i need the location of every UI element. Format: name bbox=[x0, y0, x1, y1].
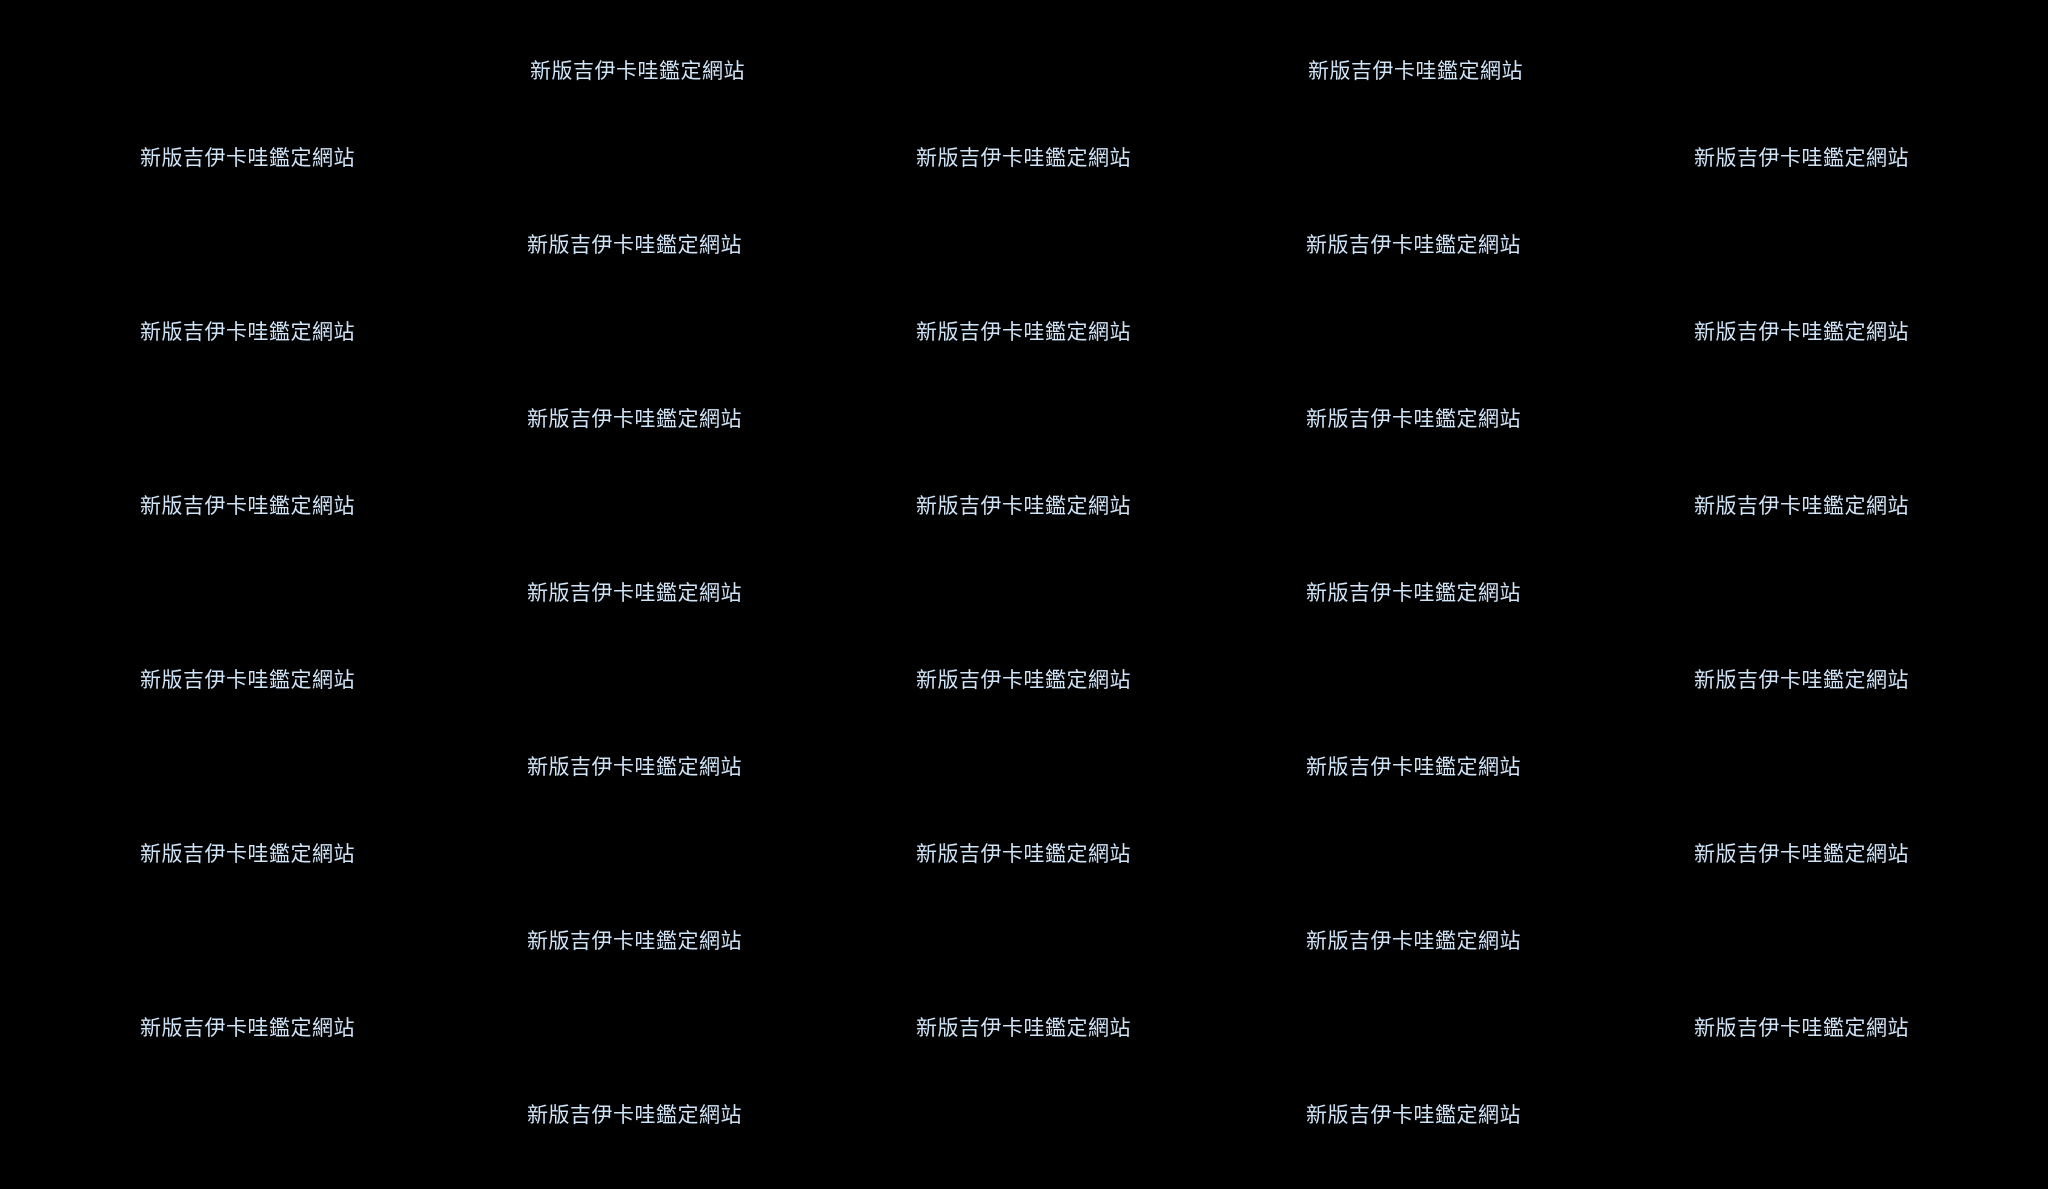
watermark-label: 新版吉伊卡哇鑑定網站 bbox=[140, 494, 355, 518]
watermark-label: 新版吉伊卡哇鑑定網站 bbox=[140, 668, 355, 692]
watermark-label: 新版吉伊卡哇鑑定網站 bbox=[1694, 842, 1909, 866]
watermark-label: 新版吉伊卡哇鑑定網站 bbox=[1694, 320, 1909, 344]
watermark-label: 新版吉伊卡哇鑑定網站 bbox=[916, 1016, 1131, 1040]
watermark-label: 新版吉伊卡哇鑑定網站 bbox=[527, 407, 742, 431]
watermark-label: 新版吉伊卡哇鑑定網站 bbox=[140, 1016, 355, 1040]
watermark-label: 新版吉伊卡哇鑑定網站 bbox=[527, 581, 742, 605]
watermark-label: 新版吉伊卡哇鑑定網站 bbox=[1306, 581, 1521, 605]
watermark-label: 新版吉伊卡哇鑑定網站 bbox=[1694, 668, 1909, 692]
watermark-label: 新版吉伊卡哇鑑定網站 bbox=[1308, 59, 1523, 83]
watermark-label: 新版吉伊卡哇鑑定網站 bbox=[916, 668, 1131, 692]
watermark-label: 新版吉伊卡哇鑑定網站 bbox=[1306, 755, 1521, 779]
watermark-label: 新版吉伊卡哇鑑定網站 bbox=[527, 755, 742, 779]
watermark-label: 新版吉伊卡哇鑑定網站 bbox=[916, 320, 1131, 344]
watermark-label: 新版吉伊卡哇鑑定網站 bbox=[527, 929, 742, 953]
watermark-label: 新版吉伊卡哇鑑定網站 bbox=[1306, 1103, 1521, 1127]
watermark-label: 新版吉伊卡哇鑑定網站 bbox=[1306, 407, 1521, 431]
watermark-label: 新版吉伊卡哇鑑定網站 bbox=[1694, 146, 1909, 170]
watermark-label: 新版吉伊卡哇鑑定網站 bbox=[1694, 1016, 1909, 1040]
watermark-label: 新版吉伊卡哇鑑定網站 bbox=[140, 320, 355, 344]
watermark-label: 新版吉伊卡哇鑑定網站 bbox=[1306, 929, 1521, 953]
watermark-label: 新版吉伊卡哇鑑定網站 bbox=[527, 1103, 742, 1127]
watermark-label: 新版吉伊卡哇鑑定網站 bbox=[1306, 233, 1521, 257]
watermark-label: 新版吉伊卡哇鑑定網站 bbox=[1694, 494, 1909, 518]
watermark-label: 新版吉伊卡哇鑑定網站 bbox=[916, 494, 1131, 518]
watermark-label: 新版吉伊卡哇鑑定網站 bbox=[140, 146, 355, 170]
watermark-label: 新版吉伊卡哇鑑定網站 bbox=[527, 233, 742, 257]
watermark-label: 新版吉伊卡哇鑑定網站 bbox=[140, 842, 355, 866]
watermark-label: 新版吉伊卡哇鑑定網站 bbox=[530, 59, 745, 83]
watermark-label: 新版吉伊卡哇鑑定網站 bbox=[916, 146, 1131, 170]
watermark-label: 新版吉伊卡哇鑑定網站 bbox=[916, 842, 1131, 866]
